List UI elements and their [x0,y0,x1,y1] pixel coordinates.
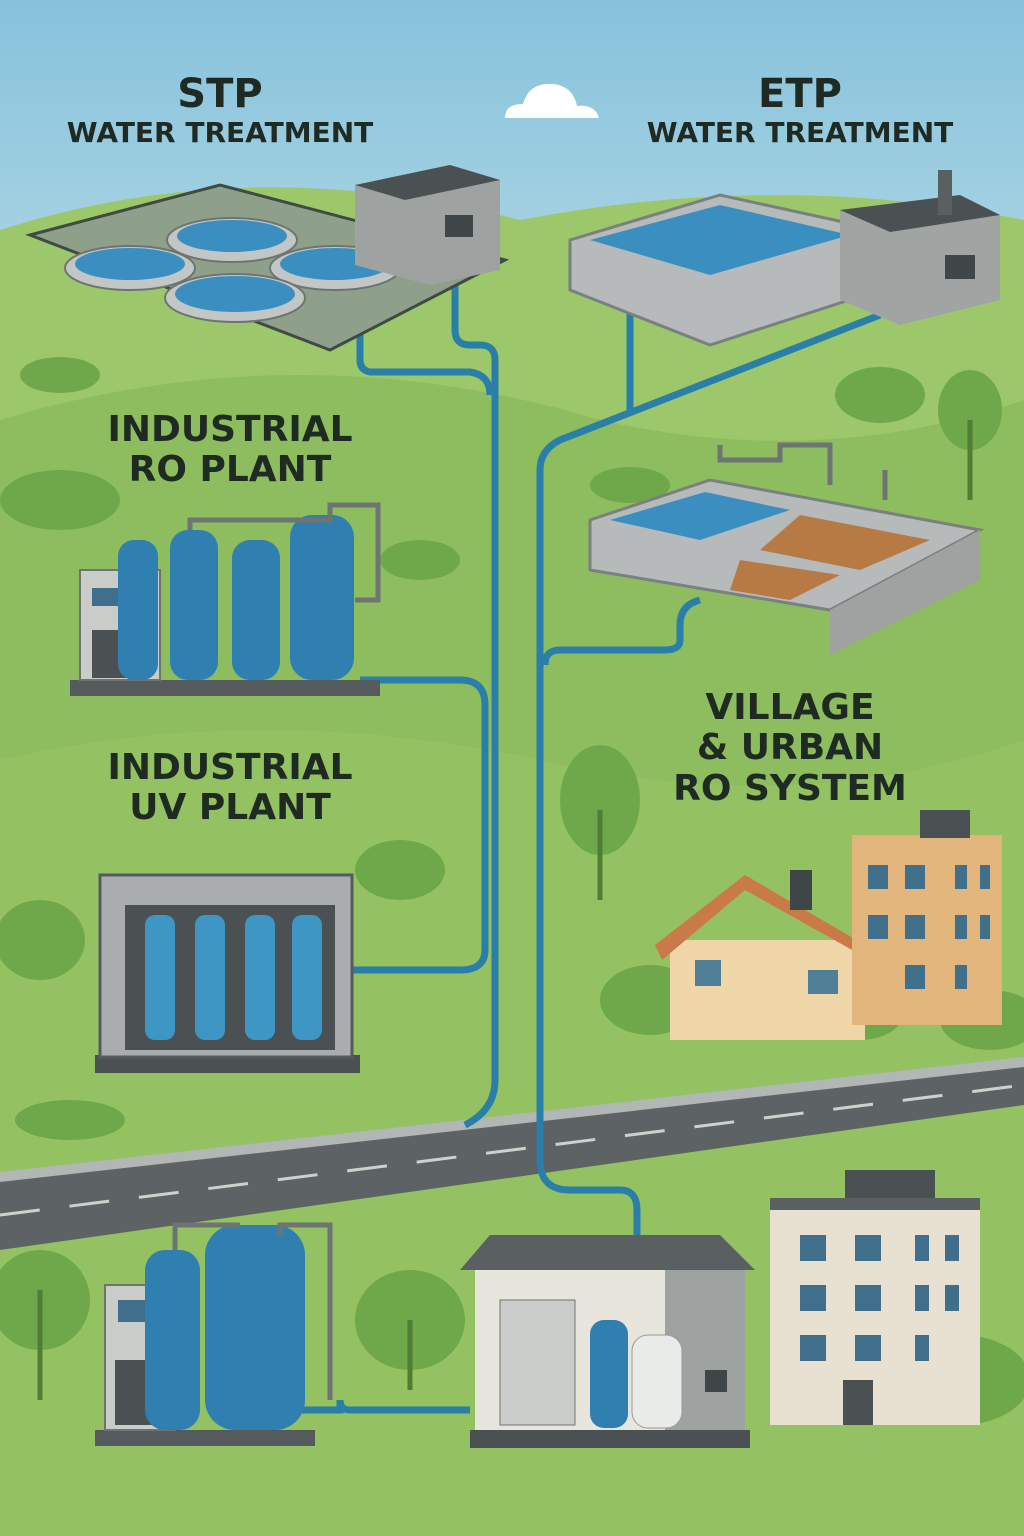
cloud-icon [505,83,599,118]
ro-plant-line1: INDUSTRIAL [107,409,353,450]
etp-plant [568,170,1000,347]
road-edge [0,1057,1024,1182]
industrial-ro-plant [70,502,381,696]
etp-label: ETP WATER TREATMENT [640,72,960,148]
settling-tanks [588,442,985,655]
stp-subtitle: WATER TREATMENT [66,115,374,149]
stp-label: STP WATER TREATMENT [60,72,380,148]
village-line3: RO SYSTEM [673,767,907,809]
ro-plant-label: INDUSTRIAL RO PLANT [70,409,390,491]
road [0,1065,1024,1250]
etp-subtitle: WATER TREATMENT [646,115,954,149]
uv-plant-line2: UV PLANT [129,787,331,829]
etp-title: ETP [758,71,842,117]
community-ro-house [460,1235,755,1448]
village-label: VILLAGE & URBAN RO SYSTEM [640,687,940,809]
bottom-ro-plant [95,1222,333,1446]
road-markings [0,1083,1024,1217]
stp-plant [25,165,510,352]
office-building [770,1170,980,1425]
village-line2: & URBAN [696,727,884,769]
industrial-uv-plant [95,873,360,1073]
apartment-building [852,810,1002,1025]
village-line1: VILLAGE [705,687,875,728]
ro-plant-line2: RO PLANT [128,449,332,491]
stp-title: STP [177,71,263,117]
uv-plant-line1: INDUSTRIAL [107,747,353,788]
uv-plant-label: INDUSTRIAL UV PLANT [70,747,390,829]
tree-trunks [37,420,973,1400]
house [655,870,870,1040]
